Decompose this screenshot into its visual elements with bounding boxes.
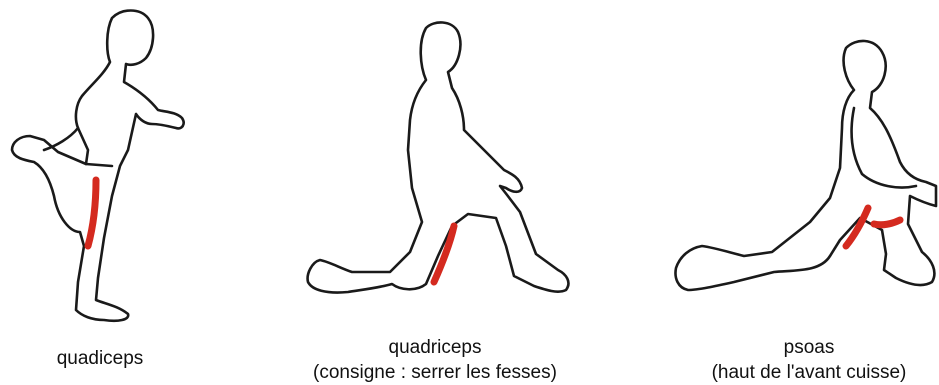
caption-psoas-stretch: psoas (haut de l'avant cuisse) xyxy=(680,335,938,385)
kneeling-figure-outline xyxy=(308,22,569,292)
caption-subtitle: (consigne : serrer les fesses) xyxy=(285,360,585,385)
standing-quadriceps-stretch-figure xyxy=(0,0,200,330)
psoas-stretch-figure xyxy=(670,0,939,330)
psoas-figure-outline xyxy=(676,41,937,290)
caption-title: psoas xyxy=(680,335,938,360)
caption-title: quadiceps xyxy=(30,346,170,371)
caption-kneeling-stretch: quadriceps (consigne : serrer les fesses… xyxy=(285,335,585,385)
psoas-figure-arm xyxy=(852,108,916,188)
caption-subtitle: (haut de l'avant cuisse) xyxy=(680,360,938,385)
caption-standing-stretch: quadiceps xyxy=(30,346,170,371)
quadriceps-muscle-highlight xyxy=(88,180,96,246)
quadriceps-muscle-highlight xyxy=(434,226,454,282)
kneeling-lunge-quadriceps-figure xyxy=(300,0,600,330)
caption-title: quadriceps xyxy=(285,335,585,360)
psoas-muscle-highlight xyxy=(846,208,900,246)
